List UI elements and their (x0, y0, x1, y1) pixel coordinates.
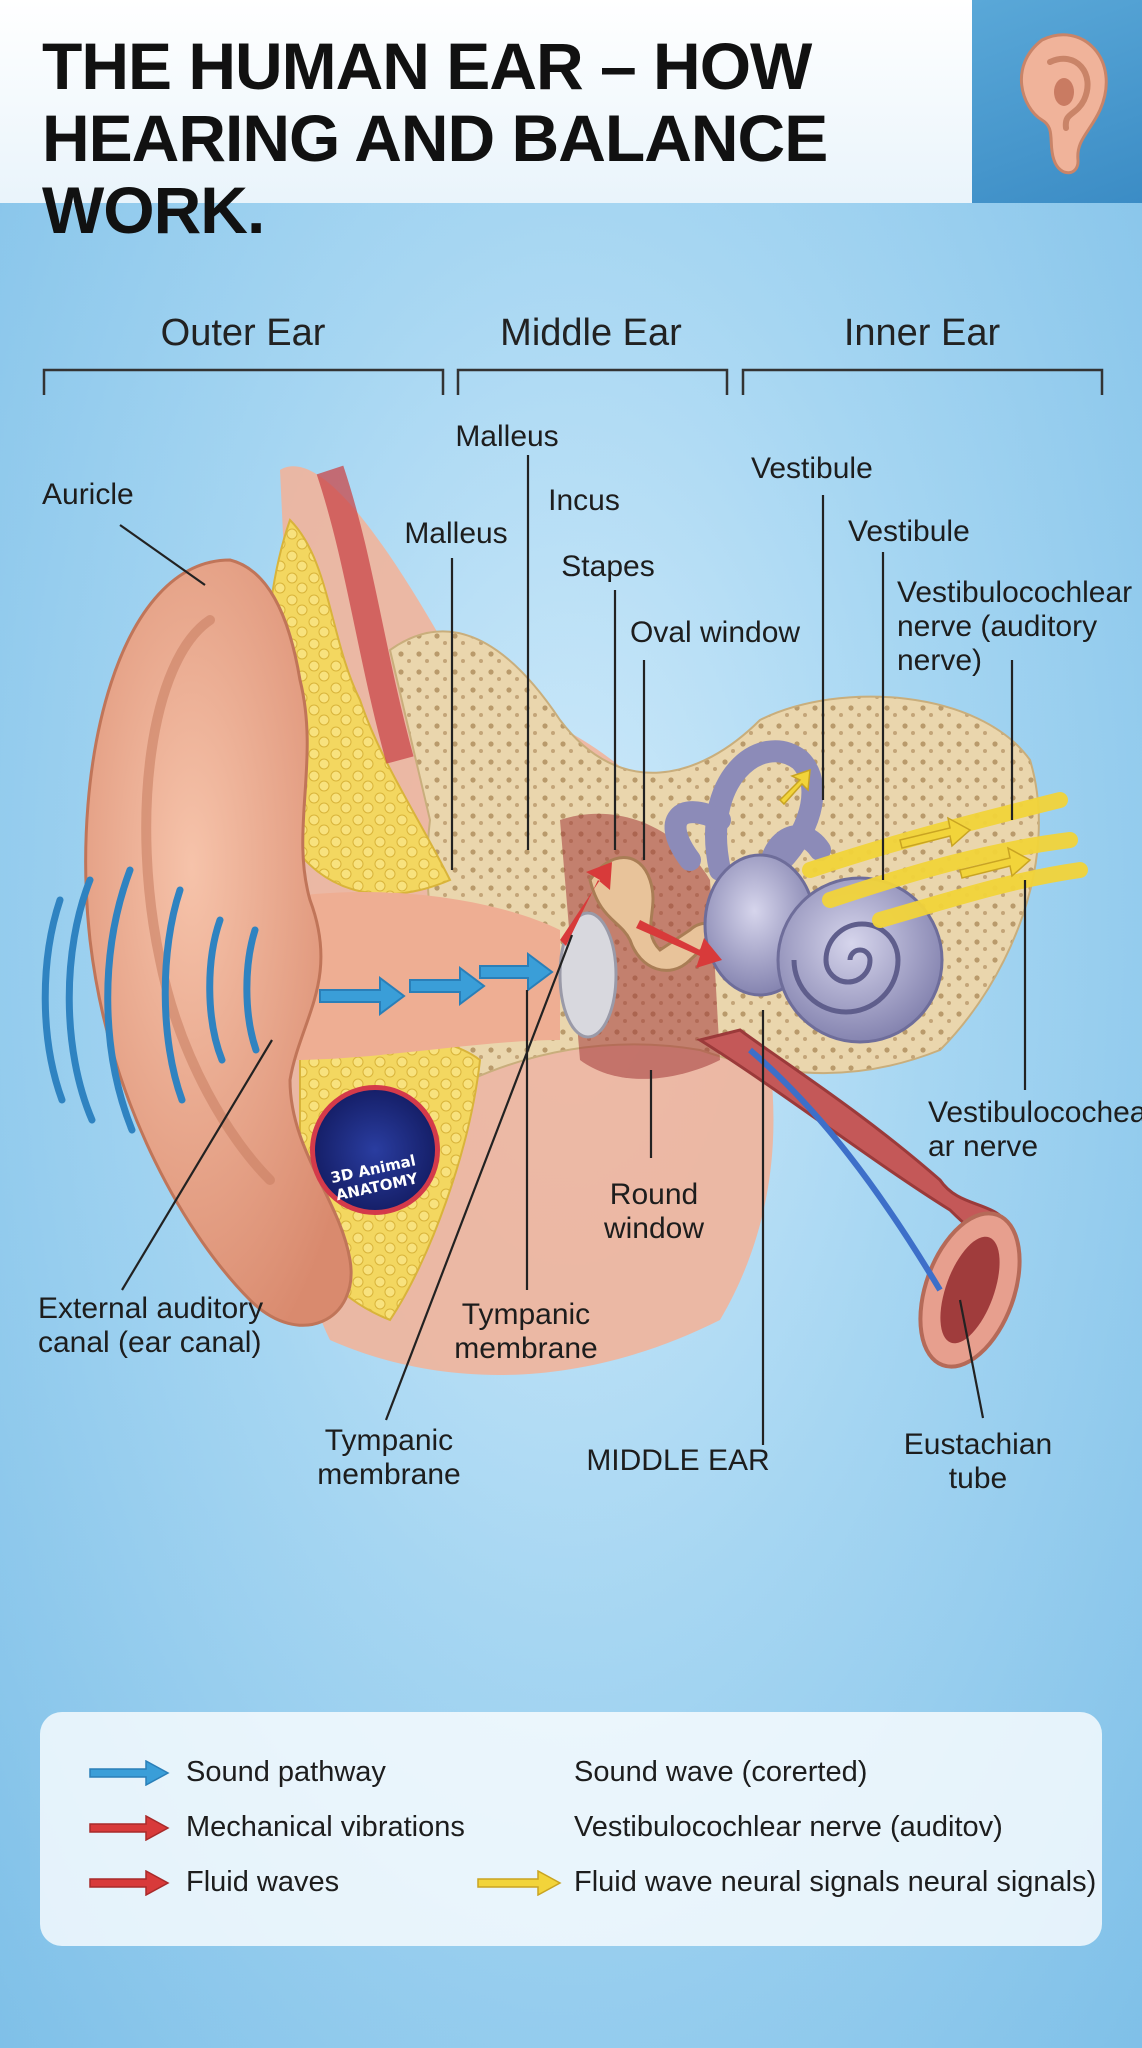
fluid-signal-arrows (778, 768, 1032, 879)
legend-sound-arrow (89, 1760, 170, 1786)
legend-item-vestibulocochlear: Vestibulocochlear nerve (auditov) (574, 1811, 1003, 1843)
label-oval-window: Oval window (630, 616, 801, 649)
ear-badge (972, 0, 1142, 203)
label-eustachian-tube: Eustachian tube (903, 1428, 1053, 1495)
label-vestibulocochlear-nerve: Vestibulocochear ar nerve (928, 1096, 1142, 1163)
label-malleus-top: Malleus (455, 420, 559, 453)
leader-lines (119, 455, 1027, 1445)
vibration-arrows (560, 862, 722, 968)
label-malleus: Malleus (404, 517, 508, 550)
label-stapes: Stapes (561, 550, 655, 583)
label-vestibule-top: Vestibule (751, 452, 873, 485)
legend-panel: Sound pathway Mechanical vibrations Flui… (40, 1712, 1102, 1946)
label-middle-ear: MIDDLE EAR (586, 1444, 770, 1477)
tympanic-membrane-shape (558, 911, 618, 1039)
label-tympanic-membrane-mid: Tympanic membrane (454, 1298, 598, 1365)
label-incus: Incus (548, 484, 620, 517)
section-outer-ear: Outer Ear (160, 312, 326, 354)
label-vestibulocochlear-auditory: Vestibulocochlear nerve (auditory nerve) (897, 576, 1133, 677)
legend-neural-arrow (477, 1870, 562, 1896)
header-banner: THE HUMAN EAR – HOW HEARING AND BALANCE … (0, 0, 972, 246)
legend-fluid-arrow (89, 1870, 170, 1896)
legend-item-fluid-waves: Fluid waves (186, 1866, 340, 1898)
legend-item-mechanical-vibrations: Mechanical vibrations (186, 1811, 465, 1843)
section-inner-ear: Inner Ear (843, 312, 1001, 354)
sound-waves (41, 866, 260, 1134)
ear-icon (1019, 33, 1108, 175)
legend-item-neural-signals: Fluid wave neural signals neural signals… (574, 1866, 1097, 1898)
legend-item-sound-wave: Sound wave (corerted) (574, 1756, 868, 1788)
sound-pathway-arrows (319, 952, 554, 1016)
section-brackets (42, 368, 1104, 395)
page-title: THE HUMAN EAR – HOW HEARING AND BALANCE … (42, 29, 828, 247)
legend-vibration-arrow (89, 1815, 170, 1841)
legend-item-sound-pathway: Sound pathway (186, 1756, 386, 1788)
label-round-window: Round window (603, 1178, 705, 1245)
section-middle-ear: Middle Ear (500, 312, 682, 354)
label-tympanic-membrane-bottom: Tympanic membrane (317, 1424, 461, 1491)
label-external-canal: External auditory canal (ear canal) (38, 1292, 264, 1359)
ear-canal (270, 891, 560, 1060)
label-auricle: Auricle (42, 478, 134, 511)
label-vestibule: Vestibule (848, 515, 970, 548)
blood-vessel-red (316, 465, 414, 764)
